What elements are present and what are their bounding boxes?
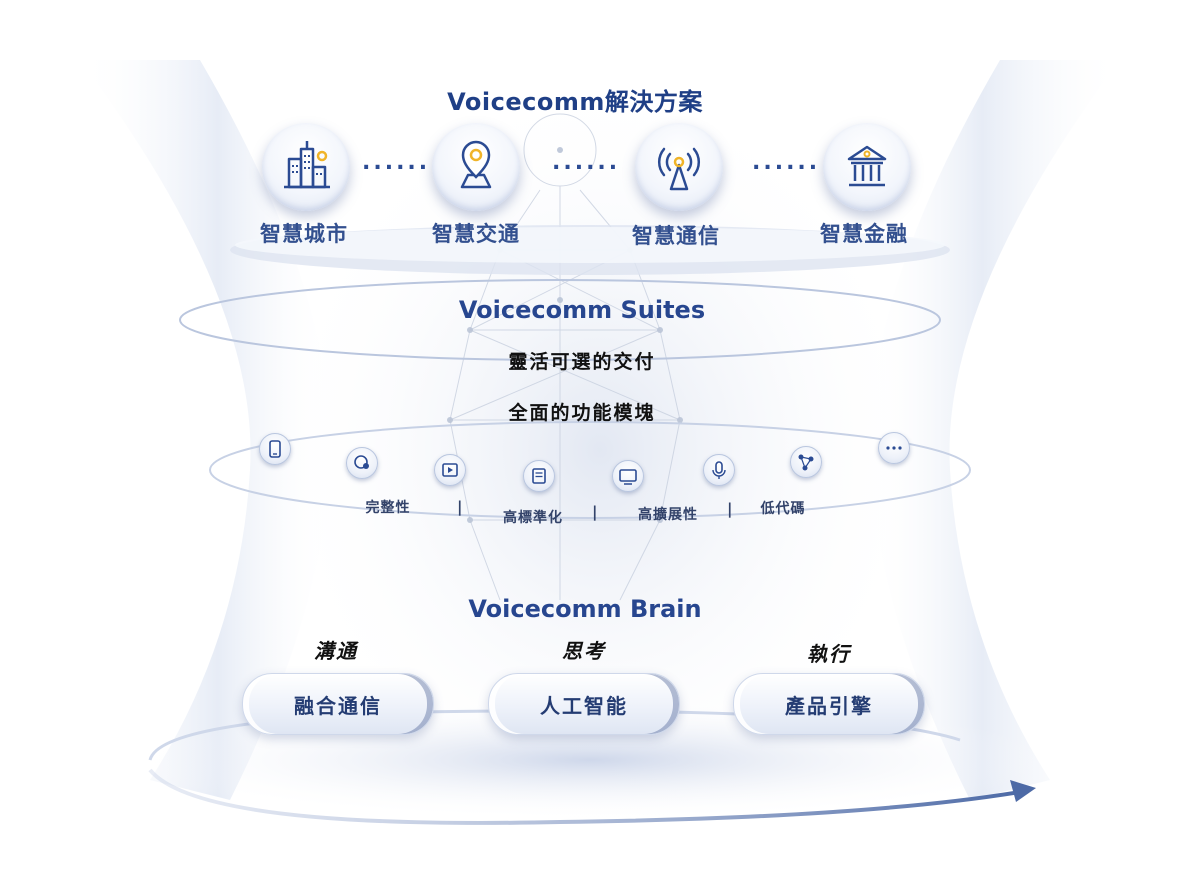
connector-dots-1: ...... xyxy=(362,150,431,175)
feature-separator-1: | xyxy=(457,498,463,516)
city-buildings-icon xyxy=(284,141,330,189)
feature-completeness: 完整性 xyxy=(365,500,411,516)
suite-icon-8 xyxy=(878,432,910,464)
solutions-title: Voicecomm解決方案 xyxy=(447,88,703,116)
feature-standardization: 高標準化 xyxy=(503,510,563,526)
solution-label-traffic: 智慧交通 xyxy=(432,222,520,246)
user-chat-icon xyxy=(354,455,369,469)
document-icon xyxy=(532,468,546,484)
solution-icon-comm xyxy=(635,123,723,211)
solution-icon-city xyxy=(262,123,350,211)
brain-category-execute: 執行 xyxy=(807,642,851,666)
brain-category-think: 思考 xyxy=(562,639,606,663)
suite-icon-6 xyxy=(703,454,735,486)
module-unified-comm: 融合通信 xyxy=(242,673,434,735)
module-ai: 人工智能 xyxy=(488,673,680,735)
mobile-phone-icon xyxy=(269,440,281,458)
module-unified-comm-label: 融合通信 xyxy=(294,693,382,718)
microphone-icon xyxy=(712,461,726,479)
brain-title: Voicecomm Brain xyxy=(468,595,702,623)
brain-category-communicate: 溝通 xyxy=(314,639,358,663)
connector-dots-2: ...... xyxy=(552,150,621,175)
suites-line-flexible-delivery: 靈活可選的交付 xyxy=(508,351,656,373)
suite-icon-3 xyxy=(434,454,466,486)
suite-icon-5 xyxy=(612,460,644,492)
feature-low-code: 低代碼 xyxy=(760,501,806,517)
suites-line-modules: 全面的功能模塊 xyxy=(508,402,656,424)
solution-label-finance: 智慧金融 xyxy=(820,222,908,246)
network-nodes-icon xyxy=(798,454,814,471)
suite-icon-2 xyxy=(346,447,378,479)
video-player-icon xyxy=(442,463,458,477)
screen-icon xyxy=(619,469,637,485)
suite-icon-4 xyxy=(523,460,555,492)
suite-icon-7 xyxy=(790,446,822,478)
signal-tower-icon xyxy=(657,147,701,191)
module-ai-label: 人工智能 xyxy=(540,693,628,718)
feature-separator-2: | xyxy=(592,503,598,521)
more-icon xyxy=(886,446,902,450)
suites-title: Voicecomm Suites xyxy=(458,296,706,324)
solution-label-city: 智慧城市 xyxy=(260,222,348,246)
suite-icon-1 xyxy=(259,433,291,465)
feature-scalability: 高擴展性 xyxy=(638,507,698,523)
solution-icon-finance xyxy=(823,123,911,211)
module-product-engine: 產品引擎 xyxy=(733,673,925,735)
solution-icon-traffic xyxy=(432,123,520,211)
connector-dots-3: ...... xyxy=(752,150,821,175)
bank-icon xyxy=(847,145,887,187)
feature-separator-3: | xyxy=(727,500,733,518)
location-pin-icon xyxy=(460,140,492,189)
module-product-engine-label: 產品引擎 xyxy=(785,693,873,718)
solution-label-comm: 智慧通信 xyxy=(632,224,720,248)
